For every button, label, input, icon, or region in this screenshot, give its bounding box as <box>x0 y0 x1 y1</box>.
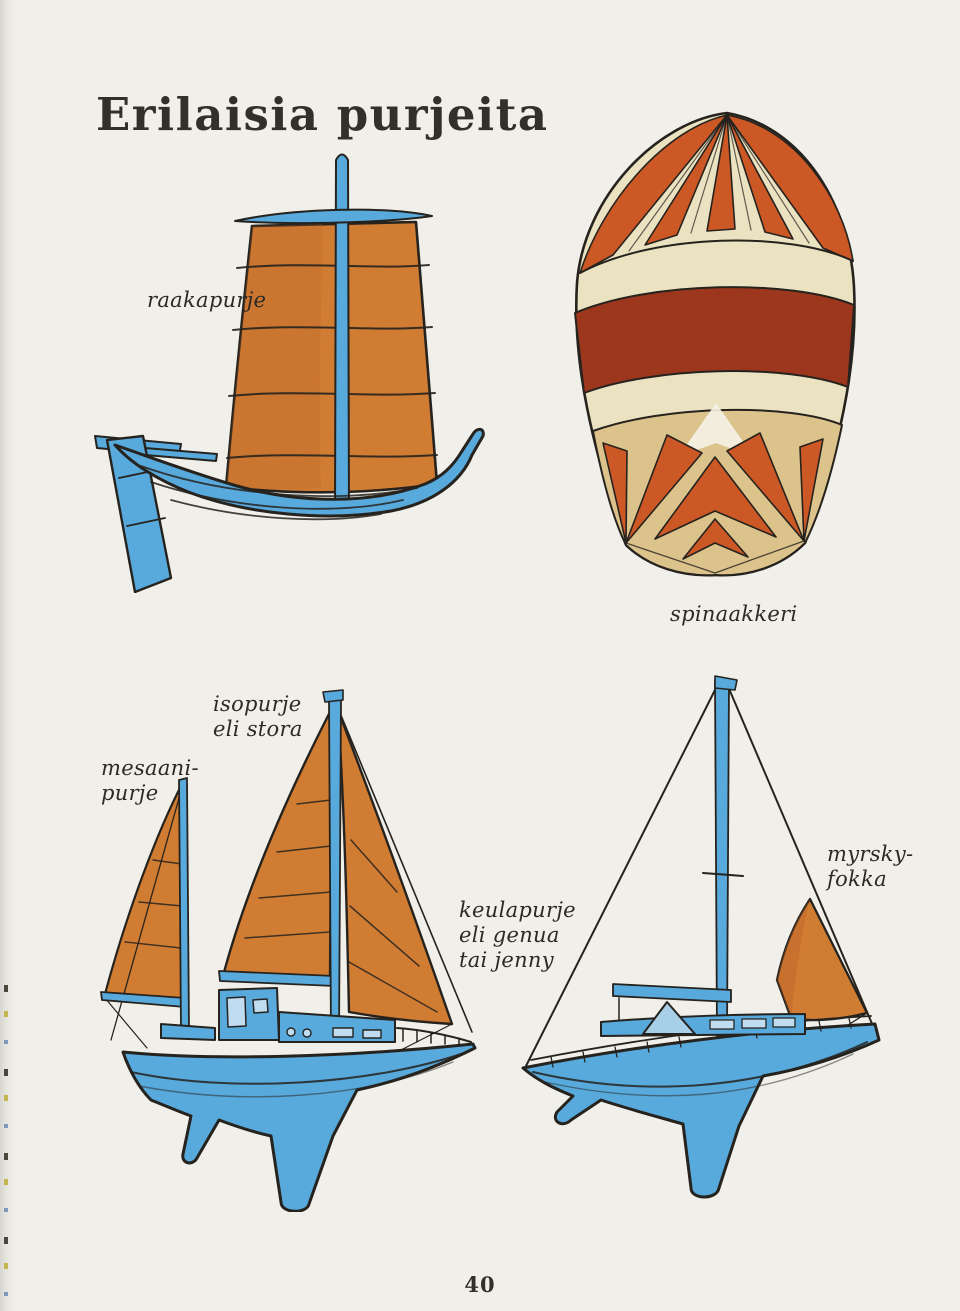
page-title: Erilaisia purjeita <box>96 88 549 142</box>
spinnaker-illustration <box>574 111 856 577</box>
square-sail-boat-illustration <box>94 153 485 593</box>
maroon-band <box>574 286 855 394</box>
mizzen-sail <box>103 780 185 1002</box>
label-mesaanipurje: mesaani- purje <box>101 756 199 805</box>
storm-jib-sloop-illustration <box>521 675 881 1199</box>
mast <box>334 153 350 515</box>
boom <box>612 983 732 1003</box>
ketch-hull <box>121 987 477 1212</box>
label-raakapurje: raakapurje <box>147 288 267 312</box>
page-number: 40 <box>464 1272 496 1297</box>
label-keulapurje: keulapurje eli genua tai jenny <box>459 898 576 972</box>
square-sail <box>224 220 439 494</box>
lower-orange-wedges <box>602 432 824 560</box>
forestay <box>524 681 720 1069</box>
ketch-illustration <box>100 689 477 1212</box>
backstay <box>726 683 874 1027</box>
sloop-hull <box>521 1001 881 1199</box>
main-mast <box>328 697 342 1041</box>
scan-edge-specks <box>4 985 8 1305</box>
viking-hull <box>94 427 485 593</box>
top-gores <box>579 114 854 274</box>
label-myrskyfokka: myrsky- fokka <box>827 842 914 891</box>
label-spinaakkeri: spinaakkeri <box>670 602 798 626</box>
genoa-sail <box>336 708 454 1026</box>
main-sail <box>221 706 334 980</box>
mizzen-mast <box>178 777 190 1033</box>
storm-jib <box>775 897 869 1022</box>
label-isopurje: isopurje eli stora <box>213 692 303 741</box>
mast <box>714 679 730 1037</box>
page-left-edge <box>0 0 14 1311</box>
yard-spar <box>234 208 433 225</box>
